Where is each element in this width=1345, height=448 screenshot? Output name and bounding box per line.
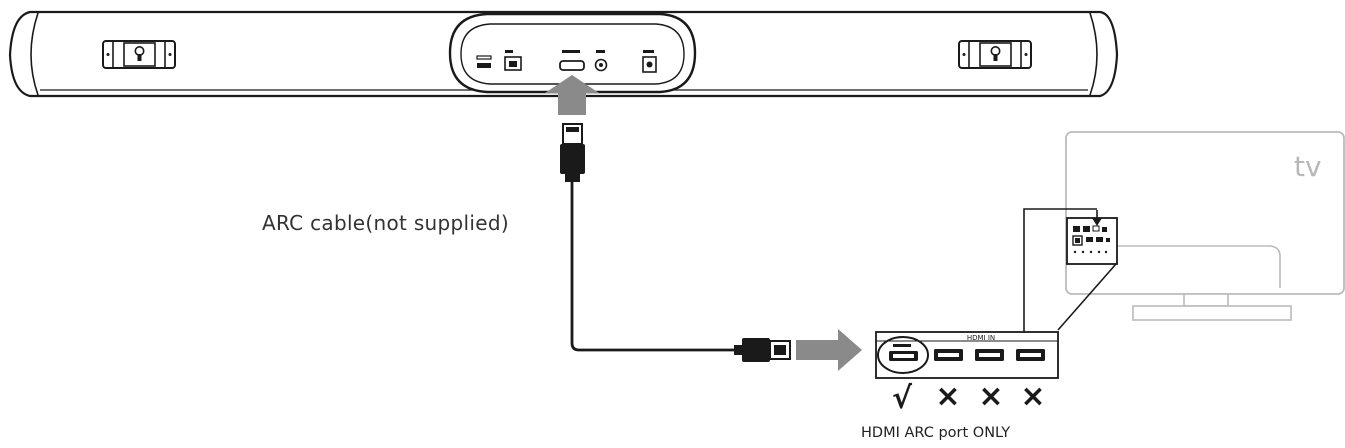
callout-line-left [1023, 208, 1097, 334]
tv-logo: tv [1294, 150, 1322, 183]
tv-hdmi-port-3 [975, 349, 1004, 361]
hdmi-arc-only-label: HDMI ARC port ONLY [861, 425, 1011, 441]
wall-mount-hole-left [102, 40, 176, 69]
arc-cable [560, 123, 791, 362]
hdmi-in-title: HDMI IN [967, 334, 995, 342]
wall-mount-hole-right [958, 40, 1032, 69]
soundbar-left-end-cap [30, 12, 39, 96]
hdmi-plug-bottom [734, 338, 791, 362]
arrow-right-icon [796, 329, 862, 371]
callout-line-right [1057, 263, 1117, 331]
soundbar-hdmi-arc-port-icon [559, 50, 585, 71]
tv-hdmi-in-panel: HDMI IN [875, 331, 1059, 379]
tv-base [1132, 305, 1292, 321]
tv-rear-port-panel [1066, 217, 1118, 265]
tv-back-housing [1066, 245, 1281, 288]
cross-mark-icon: × [1020, 379, 1045, 414]
aux-port-icon [594, 50, 608, 72]
dc-in-port-icon [642, 50, 657, 73]
usb-port-icon [476, 55, 492, 68]
optical-port-icon [504, 50, 522, 71]
arrow-up-icon [545, 75, 599, 115]
tv-hdmi-port-4 [1016, 349, 1045, 361]
tv-hdmi-arc-port [877, 336, 929, 374]
arc-port-highlight-circle [877, 336, 929, 374]
tv-hdmi-port-2 [934, 349, 963, 361]
cross-mark-icon: × [935, 379, 960, 414]
cross-mark-icon: × [978, 379, 1003, 414]
tv-illustration [1023, 131, 1345, 334]
check-mark-icon: √ [892, 381, 913, 416]
tv-stand [1183, 293, 1229, 307]
arc-cable-label: ARC cable(not supplied) [262, 211, 509, 235]
rear-port-panel [448, 12, 697, 94]
soundbar-right-end-cap [1089, 12, 1098, 96]
callout-arrow-icon [1092, 218, 1102, 226]
hdmi-plug-top [560, 123, 585, 182]
